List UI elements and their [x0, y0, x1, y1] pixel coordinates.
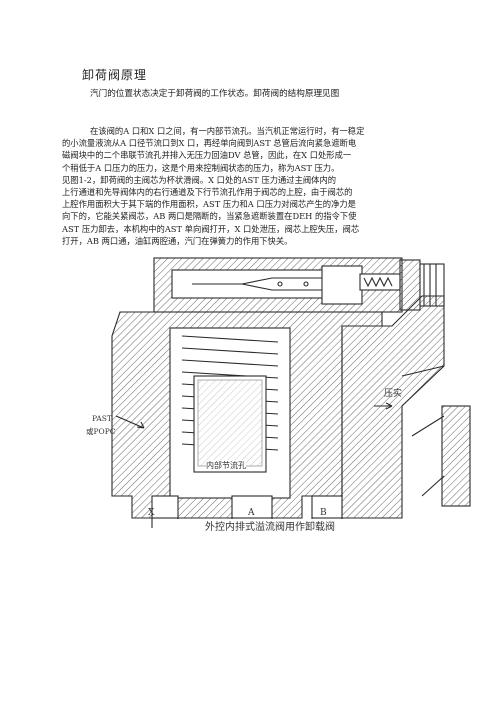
figure-caption: 外控内排式溢流阀用作卸载阀	[175, 519, 365, 537]
paragraph-line: 向下的，它能关紧阀芯，AB 两口是隔断的，当紧急遮断装置在DEH 的指令下使	[62, 211, 357, 222]
intro-line: 汽门的位置状态决定于卸荷阀的工作状态。卸荷阀的结构原理见图	[90, 89, 340, 99]
paragraph-line: AST 压力卸去，本机构中的AST 单向阀打开，X 口处泄压，阀芯上腔失压，阀芯	[62, 223, 360, 234]
paragraph-line: 打开，AB 两口通，油缸两腔通，汽门在弹簧力的作用下快关。	[62, 235, 293, 246]
page-title: 卸荷阀原理	[82, 68, 148, 82]
paragraph-line: 个稍低于A 口压力的压力，这是个用来控制阀状态的压力，称为AST 压力。	[62, 162, 340, 173]
body-paragraph: 在该阀的A 口和X 口之间，有一内部节流孔。当汽机正常运行时，有一稳定 的小流量…	[62, 125, 434, 247]
port-x-label: X	[148, 508, 155, 518]
paragraph-line: 的小流量液流从A 口径节流口到X 口，再经单向阀到AST 总管后流向紧急遮断电	[62, 138, 357, 149]
paragraph-line: 见图1-2，卸荷阀的主阀芯为杯状滑阀。X 口处的AST 压力通过主阀体内的	[62, 174, 337, 185]
port-x-channel	[151, 495, 179, 519]
paragraph-line: 上行通道和先导阀体内的右行通道及下行节流孔作用于阀芯的上腔，由于阀芯的	[62, 187, 353, 198]
paragraph-line: 磁阀块中的二个串联节流孔并排入无压力回油DV 总管，因此，在X 口处形成一	[62, 150, 352, 161]
paragraph-line: 上腔作用面积大于其下端的作用面积，AST 压力和A 口压力对阀芯产生的净力是	[62, 199, 356, 210]
port-a-channel	[231, 495, 273, 519]
port-b-label: B	[320, 508, 327, 518]
port-a-label: A	[248, 508, 255, 518]
orifice-label: 内部节流孔	[206, 460, 246, 471]
flow-arrow	[374, 402, 393, 410]
pressure-label: 压实	[384, 389, 403, 399]
valve-drawing	[111, 257, 471, 528]
popc-label: 或POPC	[86, 427, 116, 436]
paragraph-line: 在该阀的A 口和X 口之间，有一内部节流孔。当汽机正常运行时，有一稳定	[90, 126, 365, 136]
pressure-arrow	[115, 415, 145, 429]
valve-diagram: 压实 PAST 或POPC 内部节流孔 X A B	[86, 256, 480, 546]
past-label: PAST	[92, 414, 112, 423]
port-b-channel	[311, 495, 343, 519]
